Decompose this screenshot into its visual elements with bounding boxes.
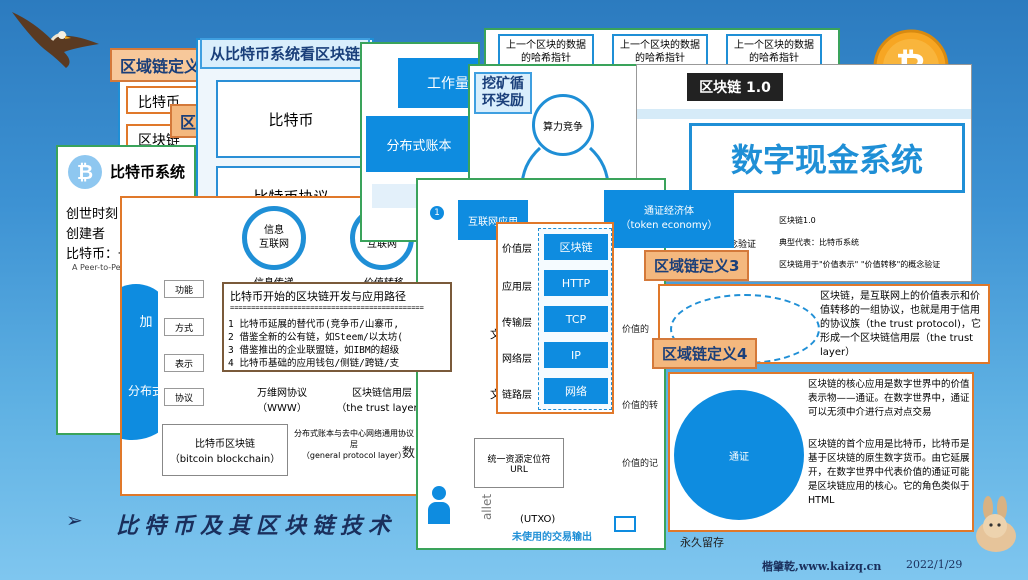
bc1-t1: 区块链1.0	[779, 216, 816, 225]
def4-p2: 区块链的首个应用是比特币，比特币是基于区块链的原生数字货币。由它延展开，在数字世…	[808, 439, 970, 506]
system-title: 比特币系统	[110, 163, 186, 181]
bottom-title: 比特币及其区块链技术	[116, 513, 397, 539]
bullet-arrow-icon: ➢	[66, 508, 83, 532]
code-line-2: 2 借鉴全新的公有链，如Steem/以太坊(	[228, 332, 403, 343]
bitcoin-logo-icon: ₿	[68, 155, 102, 189]
layer-label-app: 应用层	[502, 282, 532, 293]
code-line-1: 1 比特币延展的替代币(竞争币/山寨币,	[228, 319, 400, 330]
side-value-2: 价值的转	[622, 401, 659, 411]
view-box-bitcoin: 比特币	[268, 110, 314, 129]
rabbit-mascot-icon	[976, 496, 1016, 552]
def4-p1: 区块链的核心应用是数字世界中的价值表示物——通证。在数字世界中，通证可以无须中介…	[808, 379, 970, 418]
label-method: 方式	[164, 318, 204, 336]
code-line-4: 4 比特币基础的应用钱包/侧链/跨链/支	[228, 358, 400, 369]
tag-mining: 挖矿循环奖励	[474, 72, 532, 114]
bc1-top-bar	[637, 109, 971, 119]
token-wen2: 文	[490, 386, 501, 402]
bitcoin-blockchain-box: 比特币区块链（bitcoin blockchain）	[162, 424, 288, 476]
layer-block-tcp: TCP	[544, 306, 608, 332]
tag-definition-4: 区域链定义4	[652, 338, 758, 369]
token-utxo: (UTXO)	[520, 514, 556, 525]
layer-block-network: 网络	[544, 378, 608, 404]
label-represent: 表示	[164, 354, 204, 372]
token-shu: 数	[402, 446, 416, 461]
footer-author: 楷肇乾,www.kaizq.cn	[762, 560, 882, 573]
mining-ledger-box: 分布式账本	[366, 116, 472, 172]
label-protocol: 协议	[164, 388, 204, 406]
def3-text: 区块链，是互联网上的价值表示和价值转移的一组协议，也就是用于信用的协议族（the…	[820, 291, 981, 358]
code-line-3: 3 借鉴推出的企业联盟链，如IBM的超级	[228, 345, 400, 356]
label-function: 功能	[164, 280, 204, 298]
side-value-3: 价值的记	[622, 459, 659, 469]
tag-definition-1: 区域链定义	[110, 48, 211, 82]
side-value-1: 价值的	[622, 325, 650, 335]
def3-dashed-circle	[670, 294, 820, 362]
token-wallet: allet	[480, 493, 495, 521]
token-right-box: 通证经济体（token economy）	[604, 190, 734, 248]
card-code: 比特币开始的区块链开发与应用路径 =======================…	[222, 282, 452, 372]
bc1-t3: 区块链用于"价值表示" "价值转移"的概念验证	[779, 260, 941, 269]
person-icon	[428, 486, 450, 526]
compute-circle: 算力竞争	[532, 94, 594, 156]
code-separator: ========================================…	[230, 304, 424, 312]
www-protocol: 万维网协议（WWW）	[257, 388, 307, 414]
token-num: 1	[430, 206, 444, 220]
def4-circle: 通证	[674, 390, 804, 520]
layer-label-network: 网络层	[502, 354, 532, 365]
trust-layer: 区块链信用层（the trust layer）	[336, 388, 428, 414]
bc1-t2: 典型代表：比特币系统	[779, 238, 859, 247]
bc1-header: 区块链 1.0	[687, 73, 783, 101]
bc1-big-title: 数字现金系统	[689, 123, 965, 193]
card-definition-4: 通证 区块链的核心应用是数字世界中的价值表示物——通证。在数字世界中，通证可以无…	[668, 372, 974, 532]
layer-label-value: 价值层	[502, 244, 532, 255]
layer-block-blockchain: 区块链	[544, 234, 608, 260]
layer-label-transport: 传输层	[502, 318, 532, 329]
token-utxo2: 未使用的交易输出	[512, 532, 592, 543]
code-title: 比特币开始的区块链开发与应用路径	[230, 290, 406, 303]
tag-definition-3: 区域链定义3	[644, 250, 750, 281]
footer-date: 2022/1/29	[906, 558, 963, 571]
monitor-icon	[614, 516, 636, 532]
eagle-icon	[12, 12, 99, 68]
layer-block-http: HTTP	[544, 270, 608, 296]
general-protocol-box: 分布式账本与去中心网络通用协议层（general protocol layer）	[294, 429, 414, 460]
circle-info-internet: 信息互联网	[242, 206, 306, 270]
card-definition-3: 区块链，是互联网上的价值表示和价值转移的一组协议，也就是用于信用的协议族（the…	[658, 284, 990, 364]
card-layers: 价值层 应用层 传输层 网络层 链路层 区块链 HTTP TCP IP 网络	[496, 222, 614, 414]
token-wen1: 文	[490, 326, 501, 342]
bc1-side-note: 念验证	[729, 240, 757, 250]
mining-top-box: 工作量	[398, 58, 478, 108]
tag-bitcoin-view: 从比特币系统看区块链	[200, 38, 371, 69]
layer-label-link: 链路层	[502, 390, 532, 401]
layer-block-ip: IP	[544, 342, 608, 368]
perm-text: 永久留存	[680, 536, 724, 549]
